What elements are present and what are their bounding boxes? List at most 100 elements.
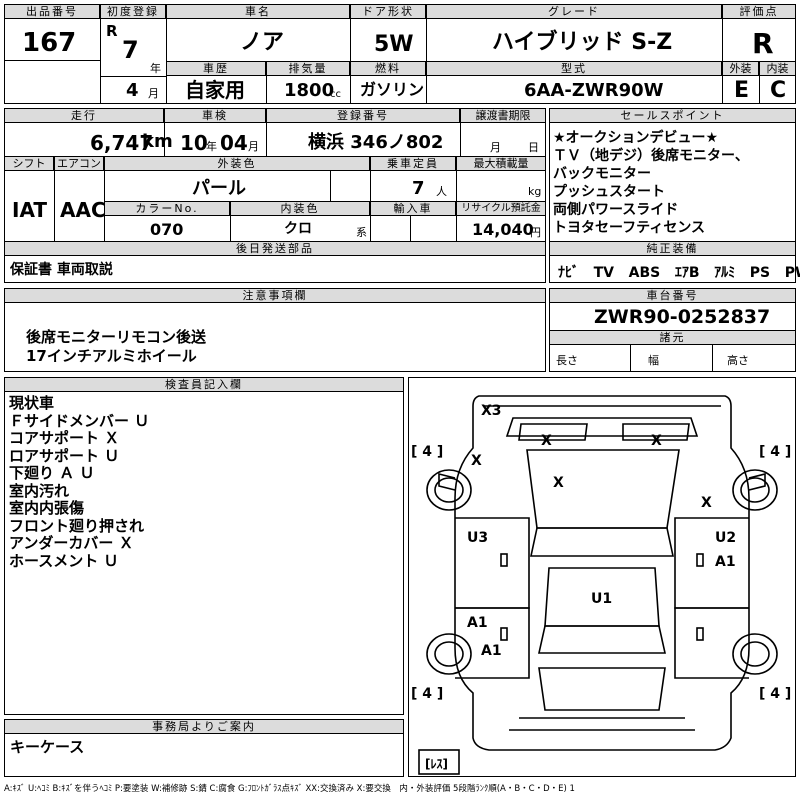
interior-header: 内装 (759, 61, 796, 76)
plate-value: 横浜 346ノ802 (308, 132, 444, 153)
notes-list: 後席モニターリモコン後送 17インチアルミホイール (26, 328, 206, 366)
shift-value: IAT (12, 198, 48, 222)
car-name-header: 車名 (166, 4, 350, 19)
mileage-header: 走行 (4, 108, 164, 123)
transfer-month-unit: 月 (490, 141, 501, 154)
inspector-line: ロアサポート Ｕ (9, 446, 120, 465)
inspector-line: コアサポート Ｘ (9, 429, 120, 447)
damage-mark: A1 (481, 643, 502, 659)
damage-mark: X (553, 475, 564, 491)
height-label: 高さ (727, 354, 749, 367)
recycle-value: 14,040 (472, 220, 534, 239)
inspector-line: ホースメント Ｕ (9, 551, 119, 570)
model-code-value: 6AA-ZWR90W (524, 80, 664, 101)
inspector-line: 現状車 (9, 394, 55, 412)
ext-color-header: 外装色 (104, 156, 370, 171)
first-reg-month: 4 (126, 80, 139, 101)
inspector-list: 現状車 Ｆサイドメンバー Ｕ コアサポート Ｘ ロアサポート Ｕ 下廻り Ａ Ｕ… (9, 394, 149, 570)
first-reg-month-unit: 月 (148, 87, 159, 100)
sales-point: プッシュスタート (553, 184, 665, 200)
capacity-value: 7 (412, 178, 425, 199)
sales-points-header: セールスポイント (549, 108, 796, 123)
lot-no-value: 167 (22, 28, 77, 58)
ext-color-value: パール (192, 178, 246, 199)
car-diagram: X3 X X X X X U3 U2 A1 U1 A1 A1 [ 4 ] [ 4… (408, 377, 796, 777)
sales-point: 両側パワースライド (553, 202, 679, 218)
equipment-list: ﾅﾋﾞ TV ABS ｴｱB ｱﾙﾐ PS PW (558, 262, 800, 282)
inspector-line: フロント廻り押され (9, 516, 145, 535)
door-value: 5W (374, 32, 414, 57)
first-reg-year: 7 (122, 36, 139, 64)
damage-mark: A1 (467, 615, 488, 631)
chassis-value: ZWR90-0252837 (594, 306, 771, 328)
note-line: 17インチアルミホイール (26, 347, 197, 365)
equipment-item: PW (784, 265, 800, 281)
damage-mark: X (701, 495, 712, 511)
damage-mark: U1 (591, 591, 612, 607)
notes-header: 注意事項欄 (4, 288, 546, 303)
max-load-header: 最大積載量 (456, 156, 546, 171)
inspector-line: 室内内張傷 (9, 499, 85, 517)
equipment-item: ｱﾙﾐ (714, 265, 736, 281)
color-no-value: 070 (150, 220, 184, 239)
door-header: ドア形状 (350, 4, 426, 19)
equipment-item: TV (593, 265, 615, 281)
capacity-unit: 人 (436, 185, 447, 198)
displacement-value: 1800 (284, 80, 335, 101)
legend: A:ｷｽﾞ U:ﾍｺﾐ B:ｷｽﾞを伴うﾍｺﾐ P:要塗装 W:補修跡 S:錆 … (4, 784, 575, 794)
score-header: 評価点 (722, 4, 796, 19)
sales-point: トヨタセーフティセンス (553, 220, 706, 236)
inspector-block (4, 377, 404, 715)
color-no-header: カラーNo. (104, 201, 230, 216)
transfer-day-unit: 日 (528, 141, 539, 154)
equipment-item: ABS (628, 265, 661, 281)
tire-depth: [ 4 ] (411, 444, 443, 460)
inspection-month-unit: 月 (248, 140, 259, 153)
damage-mark: U3 (467, 530, 488, 546)
aircon-value: AAC (60, 198, 106, 222)
office-value: キーケース (10, 738, 85, 756)
top-block (4, 4, 796, 104)
grade-header: グレード (426, 4, 722, 19)
score-interior: C (770, 78, 787, 103)
inspector-line: アンダーカバー Ｘ (9, 534, 134, 552)
inspector-line: 下廻り Ａ Ｕ (9, 464, 95, 482)
aircon-header: エアコン (54, 156, 104, 171)
int-color-header: 内装色 (230, 201, 370, 216)
equipment-item: ﾅﾋﾞ (558, 265, 579, 281)
int-color-suffix: 系 (356, 226, 367, 239)
import-header: 輸入車 (370, 201, 456, 216)
equipment-header: 純正装備 (549, 241, 796, 256)
damage-mark: U2 (715, 530, 736, 546)
length-label: 長さ (556, 354, 578, 367)
recycle-unit: 円 (530, 226, 541, 239)
first-reg-header: 初度登録 (100, 4, 166, 19)
fuel-value: ガソリン (360, 80, 425, 99)
tire-depth: [ 4 ] (759, 686, 791, 702)
score-overall: R (752, 27, 774, 60)
lot-no-header: 出品番号 (4, 4, 100, 19)
history-value: 自家用 (185, 78, 245, 102)
later-parts-value: 保証書 車両取説 (10, 262, 113, 278)
shift-header: シフト (4, 156, 54, 171)
score-exterior: E (734, 78, 750, 103)
grade-value: ハイブリッド S-Z (492, 30, 673, 55)
specs-header: 諸元 (549, 330, 796, 345)
later-parts-header: 後日発送部品 (4, 241, 546, 256)
mileage-value: 6,747 (90, 131, 154, 155)
inspection-month: 04 (220, 131, 248, 155)
history-header: 車歴 (166, 61, 266, 76)
first-reg-year-unit: 年 (150, 62, 161, 75)
plate-header: 登録番号 (266, 108, 460, 123)
sales-point: ★オークションデビュー★ (553, 130, 719, 146)
inspector-header: 検査員記入欄 (4, 377, 404, 392)
displacement-unit: cc (330, 89, 341, 100)
damage-mark: X3 (481, 403, 502, 419)
exterior-header: 外装 (722, 61, 759, 76)
office-header: 事務局よりご案内 (4, 719, 404, 734)
first-reg-era: R (106, 22, 118, 40)
note-line: 後席モニターリモコン後送 (26, 328, 207, 346)
capacity-header: 乗車定員 (370, 156, 456, 171)
damage-mark: A1 (715, 554, 736, 570)
detail-block (4, 108, 546, 283)
